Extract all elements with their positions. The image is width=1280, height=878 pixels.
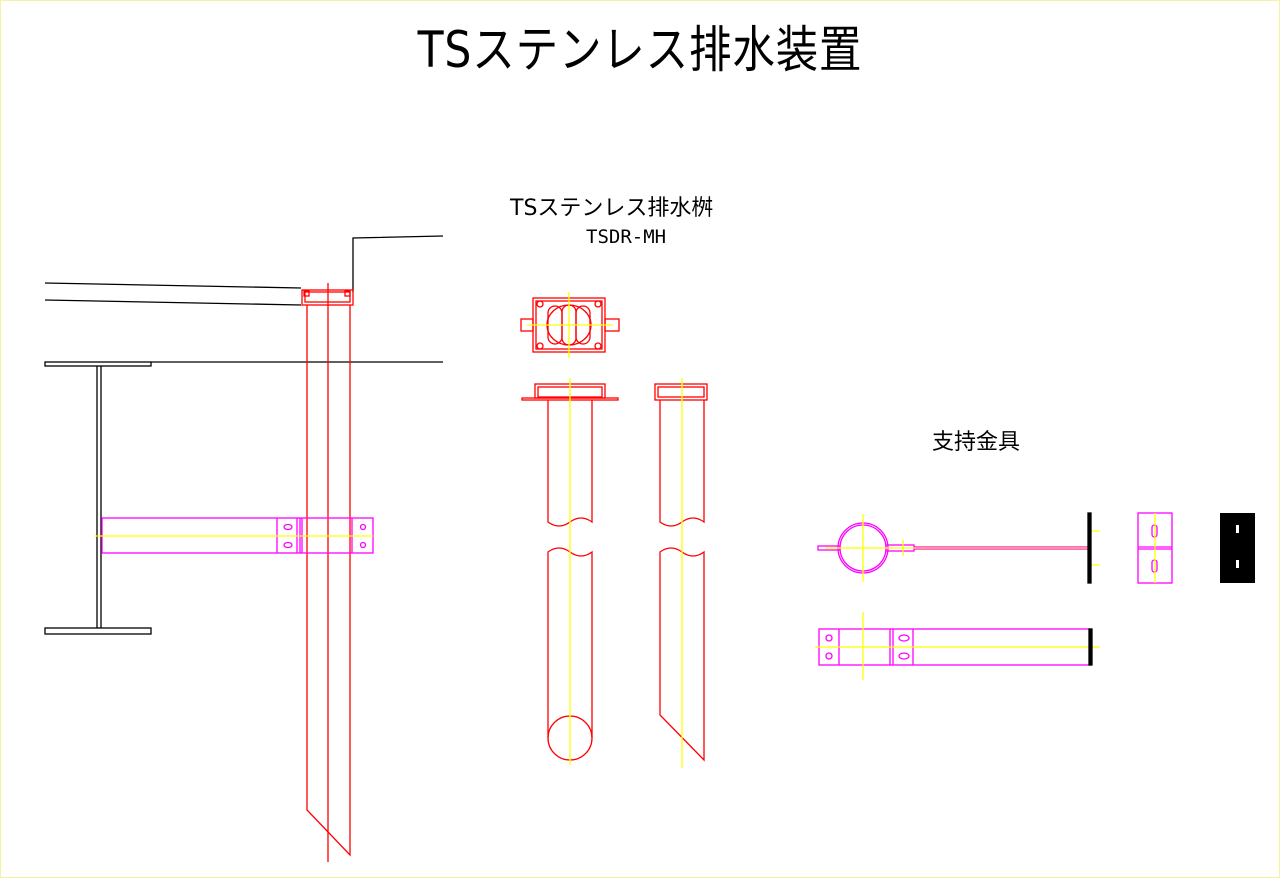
i-beam-web [96,366,102,628]
drain-basin-model: TSDR-MH [586,226,667,248]
i-beam-bottom-flange [44,627,152,635]
drain-basin-front-view [521,378,619,765]
support-bracket-plan-view [815,612,1100,680]
drain-section [301,283,354,862]
support-bracket-label: 支持金具 [932,430,1021,455]
structure-section [44,235,444,635]
drawing-title: TSステンレス排水装置 [417,21,863,79]
slab-lines [44,282,302,306]
i-beam-top-flange [44,361,152,367]
drain-basin-top-view [520,292,620,358]
support-bracket-end-view [1137,512,1173,584]
support-bracket-plate [1220,513,1255,583]
bracket-section [95,517,374,554]
drain-basin-label: TSステンレス排水桝 [510,196,714,221]
support-bracket-front-view [817,512,1100,584]
drain-basin-side-view [654,378,708,768]
parapet-line [352,235,444,292]
